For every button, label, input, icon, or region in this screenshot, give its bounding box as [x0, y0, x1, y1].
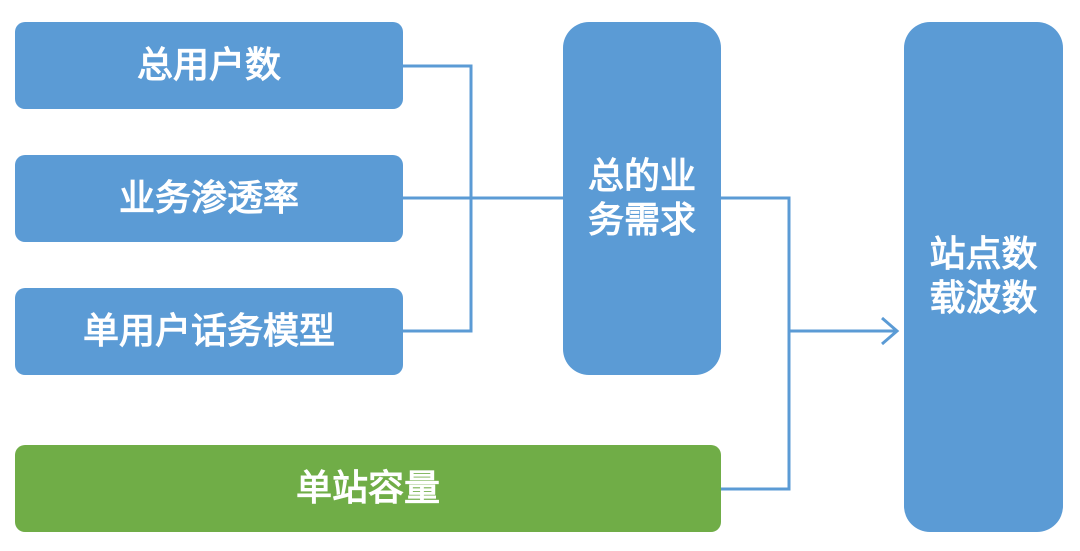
service-penetration-label: 业务渗透率: [118, 177, 299, 219]
per-user-traffic-model-label: 单用户话务模型: [82, 310, 335, 352]
single-site-capacity-box: 单站容量: [15, 445, 721, 532]
site-carrier-count-box: 站点数载波数: [904, 22, 1063, 532]
single-site-capacity-label: 单站容量: [295, 467, 440, 509]
total-service-demand-box: 总的业务需求: [563, 22, 721, 375]
demand-to-merge-line: [721, 196, 791, 331]
total-users-label: 总用户数: [136, 44, 281, 86]
total-service-demand-label: 总的业务需求: [587, 155, 696, 241]
service-penetration-box: 业务渗透率: [15, 155, 403, 242]
total-users-box: 总用户数: [15, 22, 403, 109]
site-carrier-count-label: 站点数载波数: [929, 234, 1038, 319]
capacity-to-merge-line: [721, 331, 791, 491]
per-user-traffic-model-box: 单用户话务模型: [15, 288, 403, 375]
arrow-head-icon: [881, 316, 900, 346]
